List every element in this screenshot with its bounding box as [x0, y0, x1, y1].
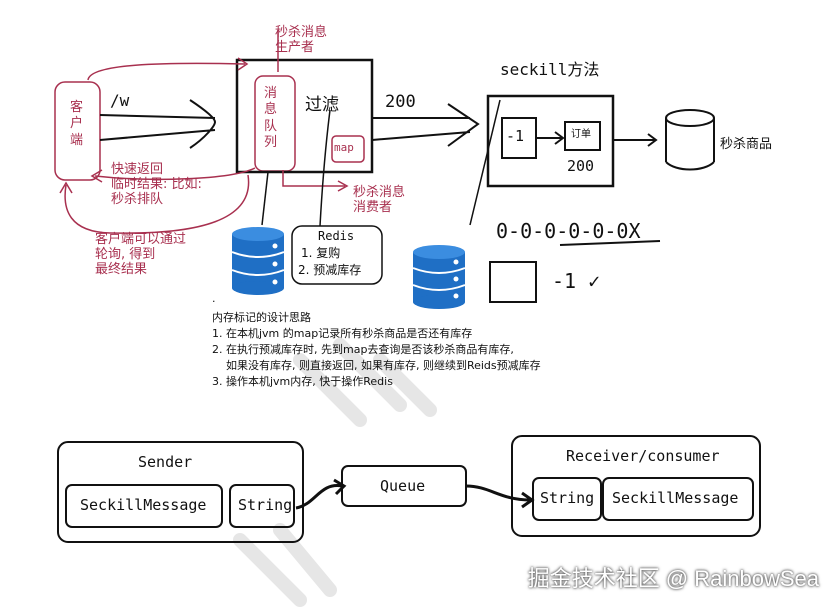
notes-line-2: 2. 在执行预减库存时, 先到map去查询是否该秒杀商品有库存, — [212, 343, 514, 356]
queue-label: 消 息 队 列 — [264, 86, 278, 150]
seckill-message-right-label: SeckillMessage — [612, 489, 739, 507]
database-2 — [412, 245, 466, 309]
consumer-pointer — [282, 170, 345, 187]
seckill-goods-label: 秒杀商品 — [720, 137, 773, 152]
client-box — [54, 81, 101, 181]
notes-line-1: 1. 在本机jvm 的map记录所有秒杀商品是否还有库存 — [212, 327, 473, 340]
quick-return-label: 快速返回 临时结果: 比如: 秒杀排队 — [111, 162, 202, 207]
receiver-label: Receiver/consumer — [566, 447, 720, 465]
client-label: 客 户 端 — [70, 100, 84, 148]
db2-arrow — [469, 99, 501, 226]
receiver-box — [511, 435, 761, 537]
seckill-message-left-label: SeckillMessage — [80, 496, 207, 514]
poll-result-label: 客户端可以通过 轮询, 得到 最终结果 — [95, 232, 187, 277]
seckill-message-left-box — [65, 484, 223, 528]
redis-item-1: 1. 复购 — [301, 246, 341, 260]
string-left-box — [229, 484, 295, 528]
forward-arrow — [371, 103, 480, 147]
queue-to-receiver-arrow — [465, 484, 531, 502]
order-box — [564, 121, 601, 151]
string-right-label: String — [540, 489, 595, 507]
redis-title: Redis — [318, 229, 355, 243]
sender-to-queue-arrow — [295, 484, 343, 510]
slash-w-label: /w — [110, 91, 130, 110]
quick-return-arrow — [94, 167, 256, 181]
minus-one-label: -1 — [506, 127, 525, 145]
redis-arrow — [319, 109, 331, 227]
db-arrow — [261, 171, 269, 226]
goods-cylinder — [665, 109, 715, 127]
notes-line-3: 如果没有库存, 则直接返回, 如果有库存, 则继续到Reids预减库存 — [212, 359, 541, 372]
status-200-label: 200 — [385, 92, 416, 112]
sender-label: Sender — [138, 453, 193, 471]
database-1 — [231, 227, 285, 295]
queue-label-bottom: Queue — [380, 477, 426, 495]
string-left-label: String — [238, 496, 293, 514]
redis-item-2: 2. 预减库存 — [298, 263, 362, 277]
notes-title: 内存标记的设计思路 — [212, 311, 311, 324]
seckill-method-label: seckill方法 — [500, 60, 600, 79]
order-label: 订单 — [571, 129, 591, 140]
minus-one-check-label: -1 ✓ — [552, 269, 601, 293]
stock-grid — [489, 261, 537, 303]
map-box — [331, 135, 365, 163]
map-label: map — [334, 141, 354, 154]
filter-label: 过滤 — [305, 95, 339, 115]
client-to-queue-arrow — [87, 62, 246, 81]
poll-arrow — [64, 174, 250, 234]
consumer-label: 秒杀消息 消费者 — [353, 185, 406, 215]
redis-box — [291, 225, 383, 285]
filter-frame — [235, 58, 374, 174]
notes-line-4: 3. 操作本机jvm内存, 快于操作Redis — [212, 375, 393, 388]
stock-sequence-label: 0-0-0-0-0-0X — [496, 219, 641, 243]
client-request-arrow — [99, 99, 217, 149]
notes-dot: · — [212, 295, 216, 308]
sender-box — [57, 441, 304, 543]
producer-label: 秒杀消息 生产者 — [275, 25, 328, 55]
watermark-text: 掘金技术社区 @ RainbowSea — [527, 566, 819, 591]
seckill-message-right-box — [602, 477, 754, 521]
background-watermark — [233, 338, 437, 607]
order-200-label: 200 — [567, 157, 595, 175]
